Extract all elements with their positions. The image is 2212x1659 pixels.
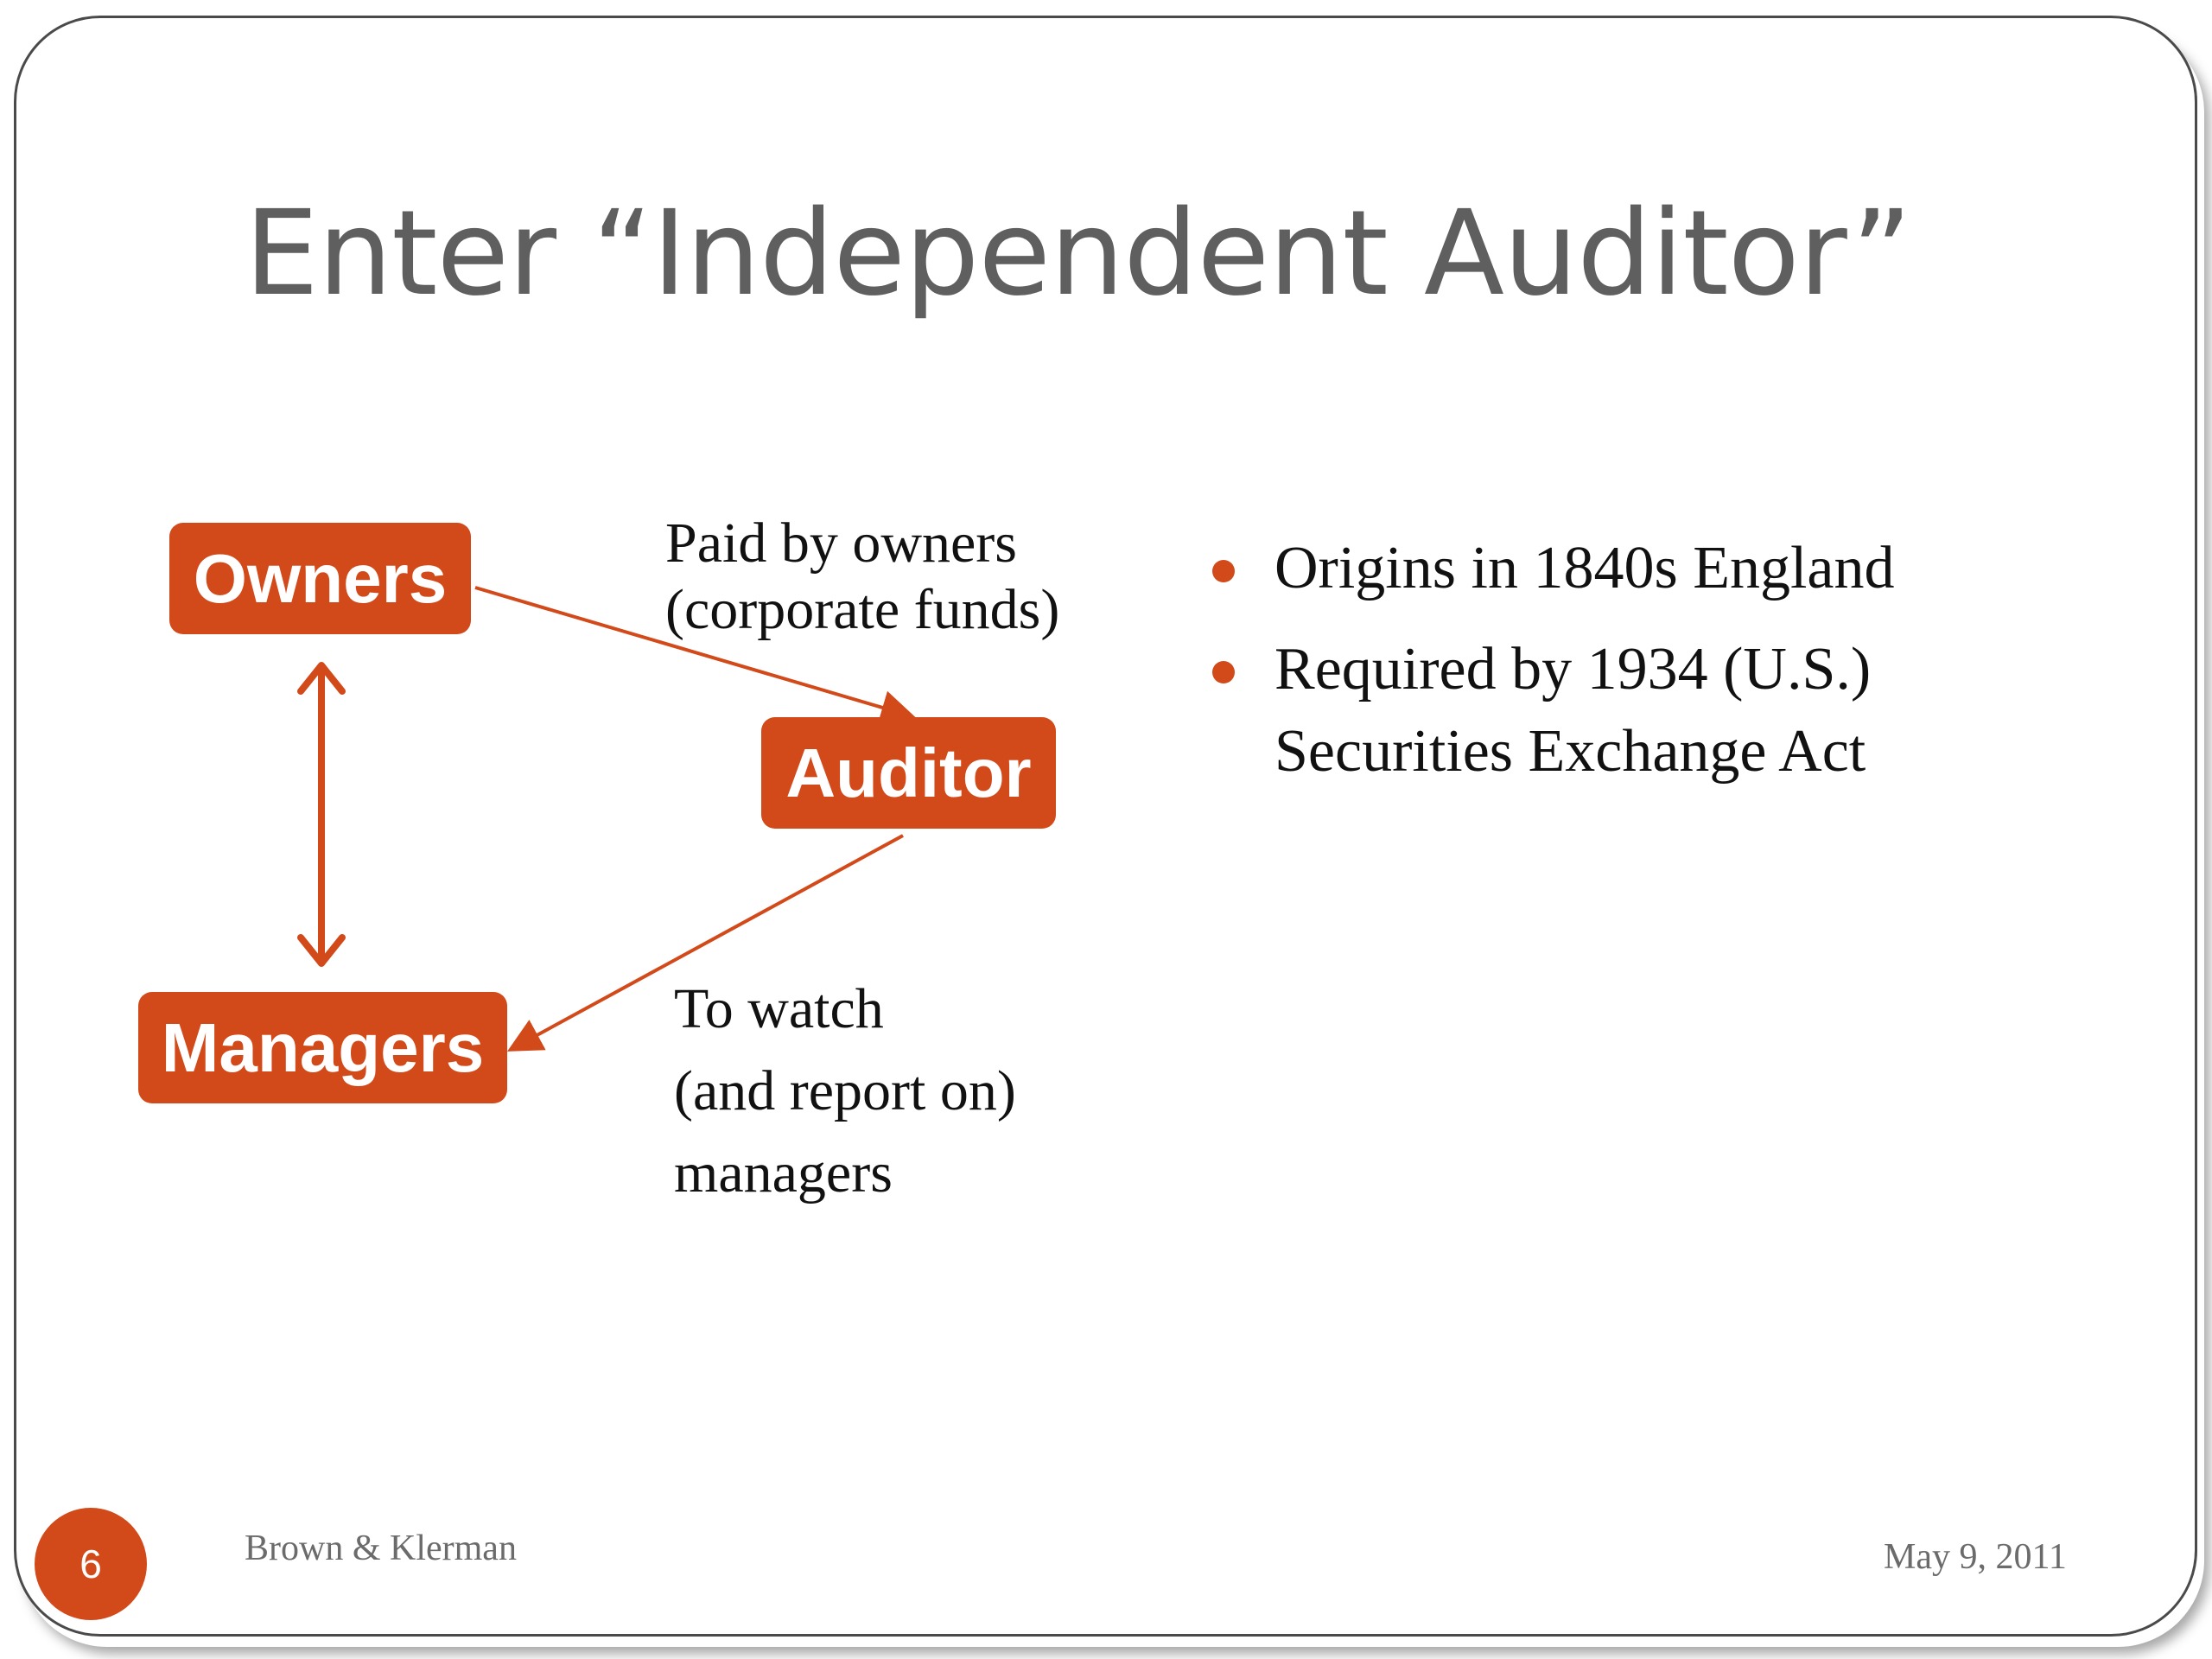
bullet-text-line: Required by 1934 (U.S.): [1274, 636, 1872, 702]
bullet-item: Required by 1934 (U.S.) Securities Excha…: [1205, 628, 1894, 792]
bullet-dot-icon: [1212, 661, 1235, 683]
bullet-text-line: Origins in 1840s England: [1274, 535, 1895, 601]
edge-label-watch-line: managers: [674, 1141, 893, 1205]
page-number-badge: 6: [35, 1508, 147, 1620]
slide-title: Enter “Independent Auditor”: [245, 186, 1912, 322]
slide-frame: [14, 16, 2197, 1637]
arrow-auditor-to-managers: [506, 834, 904, 1052]
double-arrow-owners-managers: [297, 662, 346, 967]
arrow-owners-to-auditor: [474, 586, 916, 725]
bullet-text-line: Securities Exchange Act: [1274, 718, 1866, 785]
node-managers: Managers: [138, 992, 507, 1103]
footer-date: May 9, 2011: [1884, 1537, 2067, 1577]
footer-authors: Brown & Klerman: [245, 1529, 517, 1568]
edge-label-paid-line: Paid by owners: [665, 512, 1017, 575]
node-auditor: Auditor: [761, 717, 1056, 829]
edge-label-watch-line: (and report on): [674, 1059, 1016, 1122]
bullet-dot-icon: [1212, 560, 1235, 582]
bullet-item: Origins in 1840s England: [1205, 527, 1894, 609]
edge-label-paid: Paid by owners (corporate funds): [665, 510, 1059, 643]
edge-label-paid-line: (corporate funds): [665, 578, 1060, 641]
edge-label-watch-line: To watch: [674, 977, 884, 1040]
edge-label-watch: To watch (and report on) managers: [674, 968, 1016, 1214]
bullet-list: Origins in 1840s England Required by 193…: [1205, 527, 1894, 811]
node-owners: Owners: [169, 523, 471, 634]
